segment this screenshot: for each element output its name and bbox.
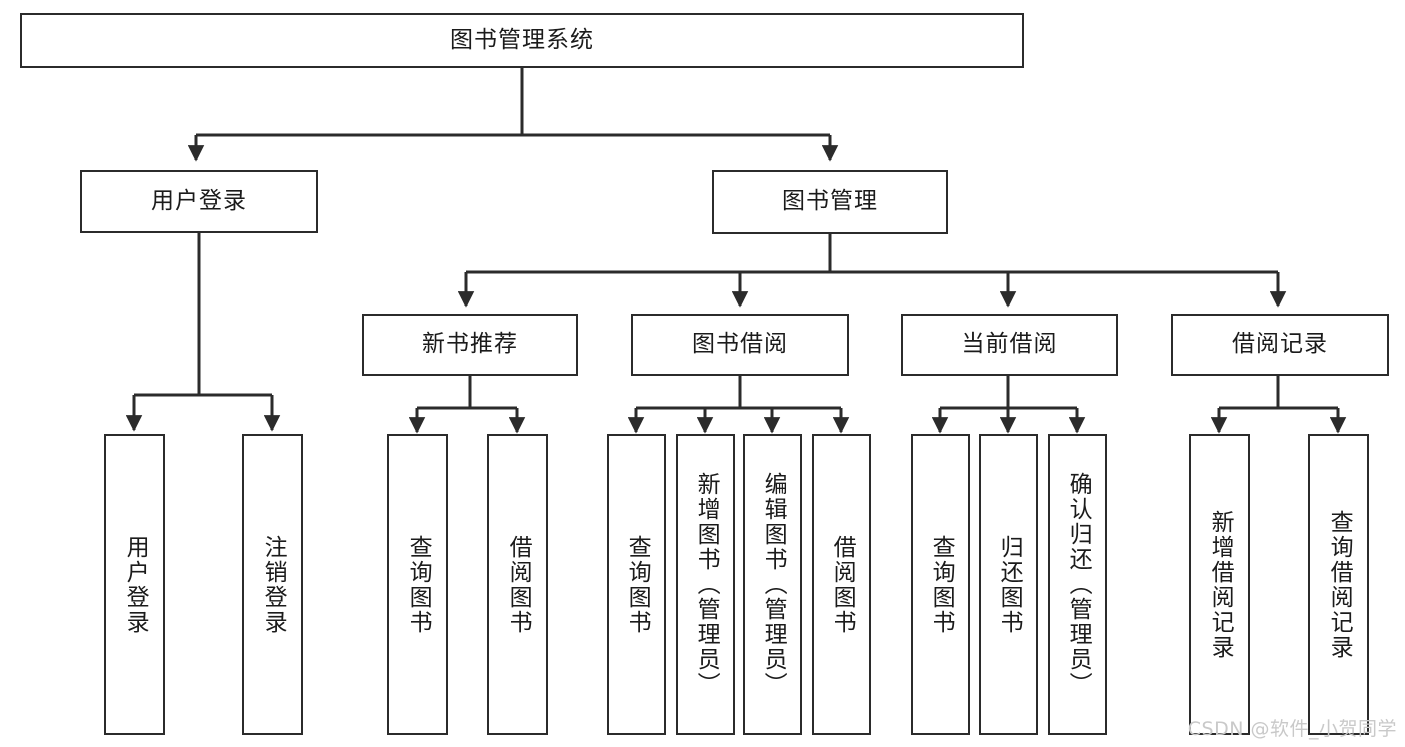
leaf-current-borrow-1[interactable]: 归还图书: [979, 434, 1038, 735]
leaf-user-login-0[interactable]: 用户登录: [104, 434, 165, 735]
leaf-user-login-1-label: 注销登录: [260, 534, 287, 635]
node-user-login[interactable]: 用户登录: [80, 170, 318, 233]
leaf-book-borrow-2-label: 编辑图书（管理员）: [760, 472, 787, 697]
leaf-borrow-record-1[interactable]: 查询借阅记录: [1308, 434, 1369, 735]
leaf-current-borrow-0[interactable]: 查询图书: [911, 434, 970, 735]
node-new-book-recommend-label: 新书推荐: [422, 331, 518, 358]
leaf-current-borrow-0-label: 查询图书: [928, 534, 955, 635]
leaf-current-borrow-2[interactable]: 确认归还（管理员）: [1048, 434, 1107, 735]
node-book-management-label: 图书管理: [782, 188, 878, 215]
leaf-book-borrow-0[interactable]: 查询图书: [607, 434, 666, 735]
leaf-borrow-record-0[interactable]: 新增借阅记录: [1189, 434, 1250, 735]
leaf-book-borrow-3[interactable]: 借阅图书: [812, 434, 871, 735]
node-book-borrow-label: 图书借阅: [692, 331, 788, 358]
leaf-user-login-0-label: 用户登录: [122, 534, 149, 635]
leaf-new-book-recommend-0[interactable]: 查询图书: [387, 434, 448, 735]
node-current-borrow-label: 当前借阅: [961, 331, 1058, 358]
node-current-borrow[interactable]: 当前借阅: [901, 314, 1118, 376]
leaf-borrow-record-0-label: 新增借阅记录: [1207, 509, 1234, 660]
node-user-login-label: 用户登录: [151, 187, 247, 214]
leaf-new-book-recommend-1[interactable]: 借阅图书: [487, 434, 548, 735]
node-book-borrow[interactable]: 图书借阅: [631, 314, 849, 376]
leaf-current-borrow-1-label: 归还图书: [996, 534, 1023, 635]
leaf-new-book-recommend-1-label: 借阅图书: [505, 534, 532, 635]
node-borrow-record-label: 借阅记录: [1232, 331, 1328, 358]
leaf-book-borrow-0-label: 查询图书: [624, 534, 651, 635]
leaf-user-login-1[interactable]: 注销登录: [242, 434, 303, 735]
leaf-borrow-record-1-label: 查询借阅记录: [1326, 509, 1353, 660]
leaf-current-borrow-2-label: 确认归还（管理员）: [1065, 472, 1092, 697]
node-book-management[interactable]: 图书管理: [712, 170, 948, 234]
node-root[interactable]: 图书管理系统: [20, 13, 1024, 68]
leaf-book-borrow-1[interactable]: 新增图书（管理员）: [676, 434, 735, 735]
leaf-book-borrow-1-label: 新增图书（管理员）: [693, 472, 720, 697]
leaf-book-borrow-2[interactable]: 编辑图书（管理员）: [743, 434, 802, 735]
node-new-book-recommend[interactable]: 新书推荐: [362, 314, 578, 376]
leaf-book-borrow-3-label: 借阅图书: [829, 534, 856, 635]
leaf-new-book-recommend-0-label: 查询图书: [405, 534, 432, 635]
node-root-label: 图书管理系统: [450, 26, 594, 53]
watermark-label: CSDN @软件_小贺同学: [1187, 718, 1397, 740]
node-borrow-record[interactable]: 借阅记录: [1171, 314, 1389, 376]
